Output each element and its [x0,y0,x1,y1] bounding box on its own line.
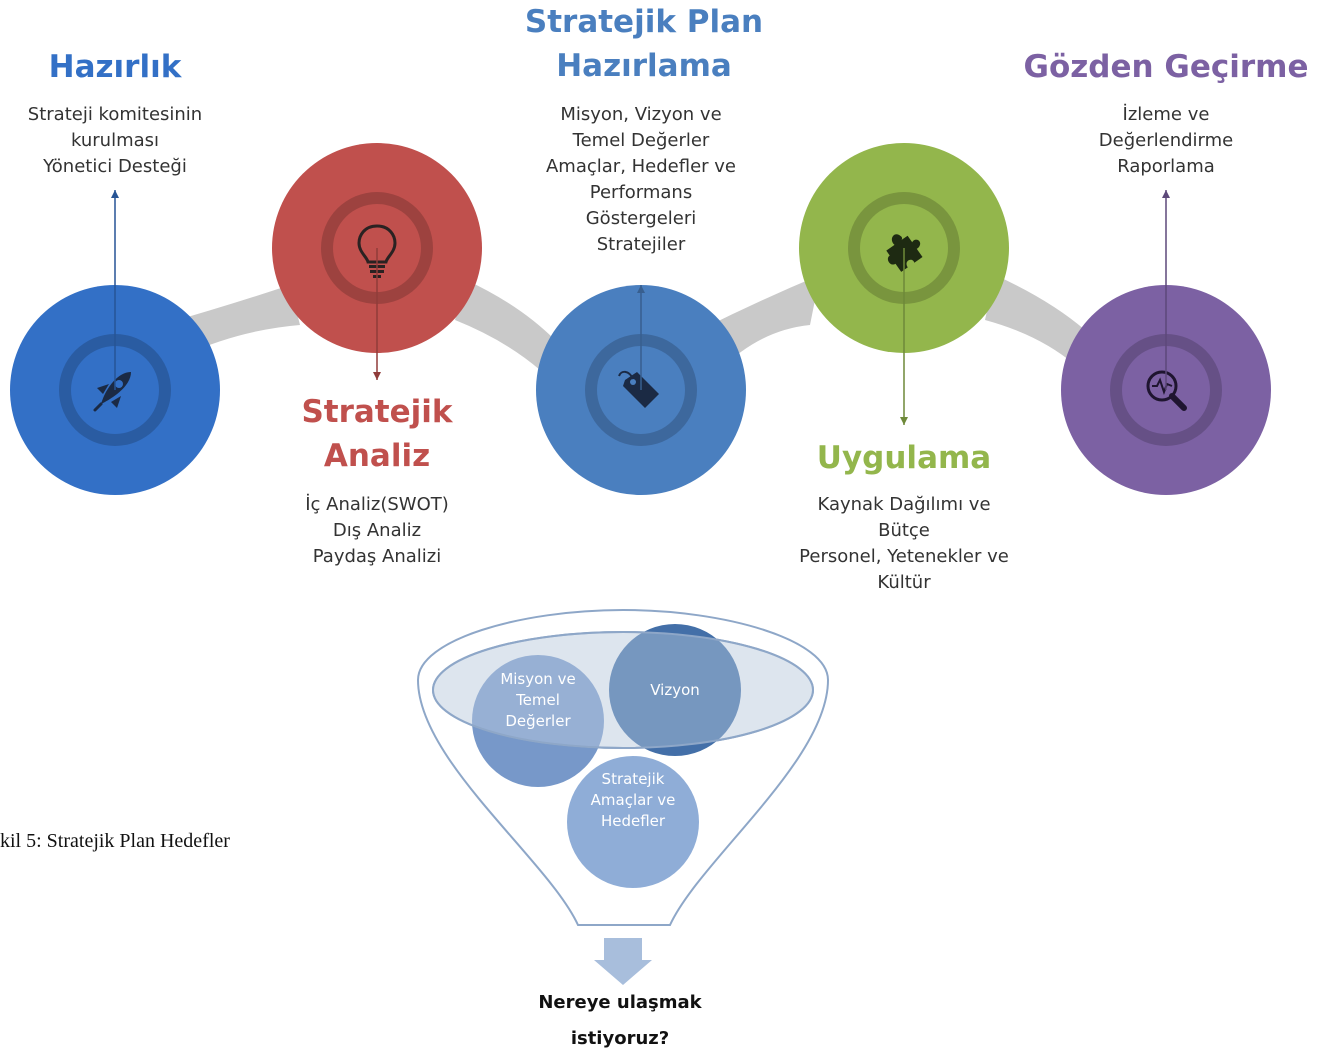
stage-title-line: Stratejik [301,394,453,430]
pointer-arrowhead [900,417,908,425]
stage-description-line: Personel, Yetenekler ve [799,546,1009,567]
stage-description-line: Göstergeleri [585,208,697,229]
stage-description-line: Performans [589,182,693,203]
down-arrow [594,938,652,985]
stage-description-line: Stratejiler [596,234,686,255]
stage-title-line: Uygulama [816,440,992,476]
stage-description-line: Misyon, Vizyon ve [560,104,722,125]
rocket-icon [93,372,131,412]
figure-caption: kil 5: Stratejik Plan Hedefler [0,830,230,852]
stage-title-line: Gözden Geçirme [1023,49,1309,85]
pointer-arrowhead [373,372,381,380]
funnel-circle-label: Temel [515,691,560,709]
stage-title-line: Hazırlama [556,48,732,84]
stage-description-line: İç Analiz(SWOT) [305,494,449,515]
stage-title-line: Analiz [323,438,431,474]
funnel-circle-label: Değerler [505,712,571,730]
stage-description-line: Strateji komitesinin [27,104,203,125]
result-line: istiyoruz? [570,1028,670,1049]
funnel-circle-vision [609,624,741,756]
stage-title: Gözden Geçirme [1006,45,1320,89]
stage-description-line: Dış Analiz [332,520,422,541]
stage-description-line: Bütçe [878,520,930,541]
pointer-arrowhead [637,285,645,293]
stage-title: Uygulama [744,436,1064,480]
stage-description-line: Değerlendirme [1098,130,1234,151]
stage-description-line: İzleme ve [1122,104,1210,125]
stage-description-line: Paydaş Analizi [312,546,442,567]
stage-description-line: Raporlama [1117,156,1215,177]
funnel-circle-mission [472,655,604,787]
stage-title: Hazırlık [0,45,275,89]
funnel-rim-overlay [432,631,814,749]
result-line: Nereye ulaşmak [538,992,702,1013]
stage-title-line: Stratejik Plan [524,4,764,40]
result-question: Nereye ulaşmak istiyoruz? [520,990,720,1052]
pointer-arrowhead [111,190,119,198]
pointer-arrowhead [1162,190,1170,198]
funnel-circle-label: Hedefler [601,812,666,830]
stage-description-line: kurulması [70,130,160,151]
funnel [416,608,830,985]
stage-description-line: Amaçlar, Hedefler ve [545,156,737,177]
funnel-circle-goals [567,756,699,888]
stage-description-line: Kaynak Dağılımı ve [817,494,991,515]
funnel-circle-label: Misyon ve [500,670,575,688]
funnel-circle-label: Stratejik [602,770,665,788]
stage-description-line: Temel Değerler [572,130,710,151]
stage-description-line: Kültür [877,572,931,593]
funnel-circle-label: Amaçlar ve [591,791,676,809]
funnel-circle-label: Vizyon [650,681,700,699]
magnifier-pulse-icon [1146,370,1187,411]
stage-description-line: Yönetici Desteği [43,156,187,177]
stage-title-line: Hazırlık [48,49,182,85]
